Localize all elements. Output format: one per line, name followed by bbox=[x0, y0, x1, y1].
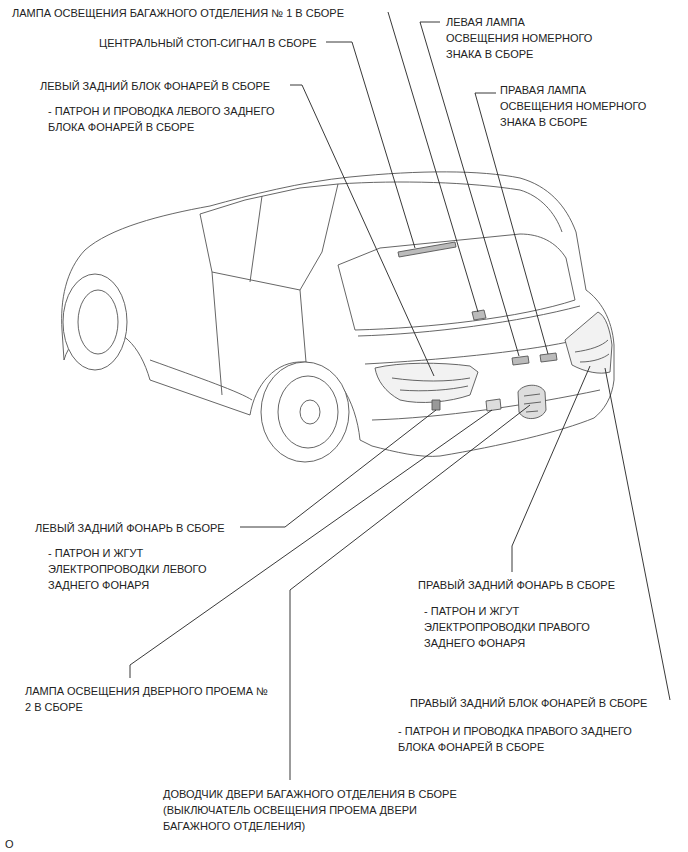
sub-part-label: - ПАТРОН И ПРОВОДКА ЛЕВОГО ЗАДНЕГО БЛОКА… bbox=[48, 103, 293, 135]
left-rear-lamp bbox=[375, 363, 478, 402]
sill-line bbox=[150, 360, 252, 400]
lamp-detail bbox=[575, 340, 609, 362]
leader-line bbox=[475, 93, 548, 354]
front-wheel bbox=[63, 274, 127, 370]
rear-wheel-rim bbox=[278, 376, 338, 448]
part-label: ЛЕВЫЙ ЗАДНИЙ ФОНАРЬ В СБОРЕ bbox=[35, 520, 225, 536]
lamp-socket bbox=[432, 400, 440, 410]
luggage-lamp bbox=[472, 310, 486, 320]
figure-code: O bbox=[5, 836, 14, 852]
high-mount-stop-lamp bbox=[398, 242, 456, 257]
license-lamp bbox=[540, 353, 557, 362]
leader-line bbox=[605, 368, 670, 700]
part-label: ЛАМПА ОСВЕЩЕНИЯ БАГАЖНОГО ОТДЕЛЕНИЯ № 1 … bbox=[12, 5, 344, 21]
license-lamp bbox=[512, 356, 529, 365]
part-label: ПРАВЫЙ ЗАДНИЙ ФОНАРЬ В СБОРЕ bbox=[418, 577, 615, 593]
sub-part-label: - ПАТРОН И ЖГУТ ЭЛЕКТРОПРОВОДКИ ПРАВОГО … bbox=[424, 603, 592, 651]
leader-line bbox=[240, 410, 436, 527]
part-label: ЛЕВЫЙ ЗАДНИЙ БЛОК ФОНАРЕЙ В СБОРЕ bbox=[40, 78, 270, 94]
window-pillar bbox=[250, 196, 262, 282]
leader-line bbox=[290, 405, 530, 780]
part-label: ДОВОДЧИК ДВЕРИ БАГАЖНОГО ОТДЕЛЕНИЯ В СБО… bbox=[163, 786, 483, 834]
rear-wheel-hub bbox=[300, 400, 320, 424]
leader-line bbox=[512, 366, 590, 572]
leader-line bbox=[290, 85, 434, 376]
part-label: ПРАВЫЙ ЗАДНИЙ БЛОК ФОНАРЕЙ В СБОРЕ bbox=[410, 695, 647, 711]
right-rear-lamp bbox=[565, 312, 612, 373]
part-label: ЦЕНТРАЛЬНЫЙ СТОП-СИГНАЛ В СБОРЕ bbox=[99, 35, 317, 51]
door-line bbox=[212, 272, 222, 395]
leader-line bbox=[326, 42, 415, 248]
door-line bbox=[300, 290, 306, 362]
part-label: ПРАВАЯ ЛАМПА ОСВЕЩЕНИЯ НОМЕРНОГО ЗНАКА В… bbox=[500, 82, 652, 130]
sub-part-label: - ПАТРОН И ЖГУТ ЭЛЕКТРОПРОВОДКИ ЛЕВОГО З… bbox=[48, 545, 220, 593]
door-opening-lamp bbox=[486, 399, 501, 411]
side-window bbox=[200, 184, 338, 290]
part-label: ЛАМПА ОСВЕЩЕНИЯ ДВЕРНОГО ПРОЕМА № 2 В СБ… bbox=[25, 683, 277, 715]
closer-detail bbox=[524, 394, 541, 412]
sub-part-label: - ПАТРОН И ПРОВОДКА ПРАВОГО ЗАДНЕГО БЛОК… bbox=[398, 723, 646, 755]
trunk-lid-edge bbox=[358, 306, 580, 336]
car-body bbox=[62, 172, 614, 457]
rear-wheel bbox=[261, 362, 349, 462]
leader-line bbox=[420, 22, 519, 356]
roof-line bbox=[338, 182, 562, 232]
lamp-detail bbox=[392, 378, 470, 391]
front-wheel-rim bbox=[78, 290, 118, 354]
trunk-lid-lower-edge bbox=[365, 342, 568, 364]
door-closer bbox=[518, 385, 546, 418]
part-label: ЛЕВАЯ ЛАМПА ОСВЕЩЕНИЯ НОМЕРНОГО ЗНАКА В … bbox=[446, 14, 598, 62]
